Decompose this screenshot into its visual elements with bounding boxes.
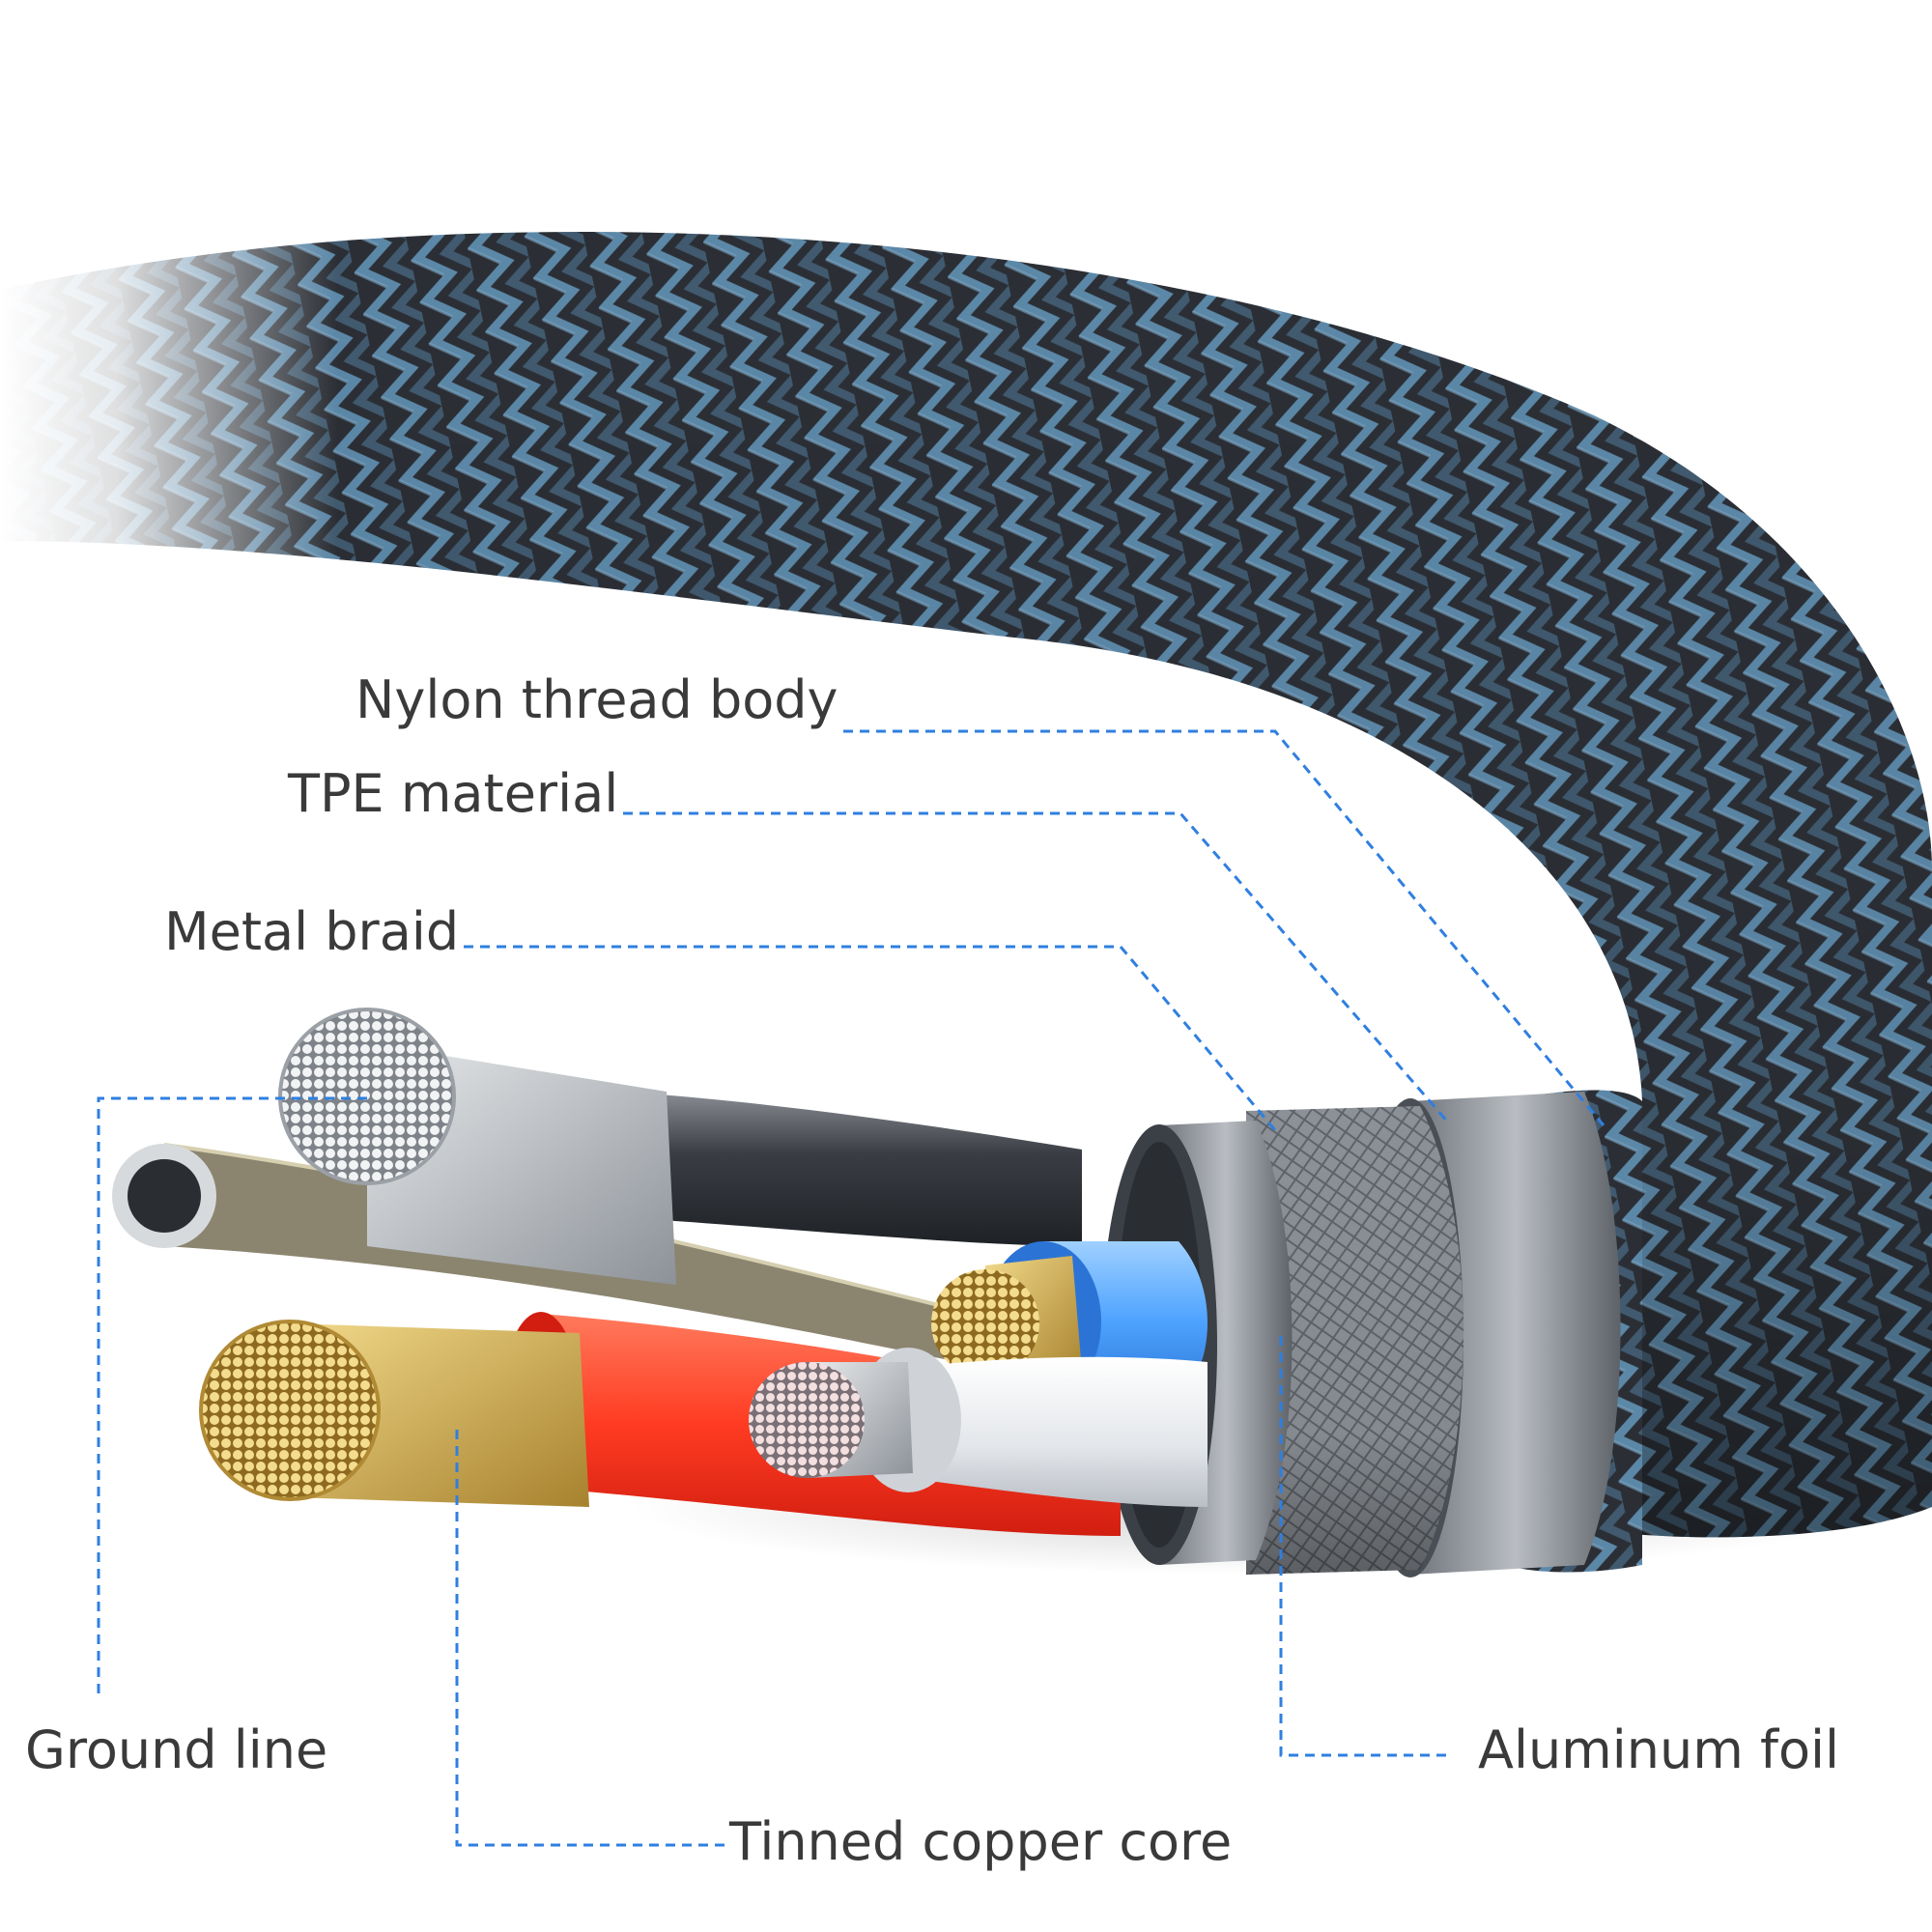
leader-ground-line bbox=[97, 1096, 367, 1700]
leader-lines bbox=[97, 729, 1605, 1847]
label-tpe-material: TPE material bbox=[288, 763, 619, 824]
leader-tpe-material bbox=[623, 811, 1451, 1124]
leader-metal-braid bbox=[464, 945, 1277, 1131]
metal-braid-ring bbox=[1246, 1106, 1463, 1575]
white-wire-conductor bbox=[749, 1362, 913, 1478]
leader-aluminum-foil bbox=[1279, 1336, 1449, 1757]
label-ground-line: Ground line bbox=[25, 1719, 328, 1780]
dark-wire bbox=[618, 1092, 1082, 1246]
tinned-copper-conductor bbox=[199, 1320, 589, 1507]
label-tinned-copper-core: Tinned copper core bbox=[729, 1811, 1233, 1872]
label-aluminum-foil: Aluminum foil bbox=[1478, 1719, 1840, 1780]
label-nylon-thread-body: Nylon thread body bbox=[355, 669, 838, 730]
blue-wire-copper-core bbox=[931, 1256, 1082, 1381]
label-metal-braid: Metal braid bbox=[164, 901, 460, 962]
leader-tinned-copper-core bbox=[455, 1430, 729, 1847]
leader-nylon-thread-body bbox=[843, 729, 1605, 1126]
silver-conductor bbox=[278, 1008, 676, 1285]
nylon-braid-body bbox=[0, 145, 1932, 1538]
